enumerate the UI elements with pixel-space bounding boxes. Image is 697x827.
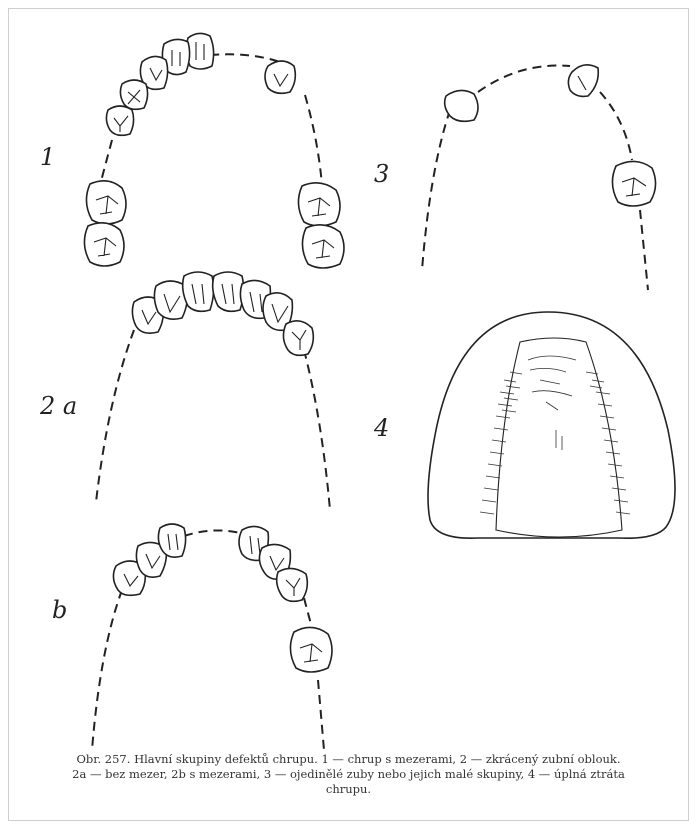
molar-tooth <box>298 183 340 226</box>
panel-2b-label: b <box>52 596 67 624</box>
panel-1-arch <box>84 33 344 268</box>
caption-line-1: Obr. 257. Hlavní skupiny defektů chrupu.… <box>20 752 677 767</box>
premolar-tooth <box>283 321 313 356</box>
molar-tooth <box>86 181 126 224</box>
incisor-tooth <box>568 65 598 97</box>
incisor-tooth <box>186 33 213 69</box>
molar-tooth <box>84 223 124 266</box>
molar-tooth <box>302 225 344 268</box>
panel-4-label: 4 <box>374 414 389 442</box>
figure-caption: Obr. 257. Hlavní skupiny defektů chrupu.… <box>20 752 677 797</box>
caption-line-3: chrupu. <box>20 782 677 797</box>
panel-3-arch <box>422 65 656 290</box>
incisor-tooth <box>213 272 244 311</box>
canine-tooth <box>445 90 478 121</box>
canine-tooth <box>265 61 295 93</box>
incisor-tooth <box>183 272 214 311</box>
panel-3-label: 3 <box>374 160 389 188</box>
premolar-tooth <box>120 80 147 109</box>
caption-line-2: 2a — bez mezer, 2b s mezerami, 3 — ojedi… <box>20 767 677 782</box>
molar-tooth <box>290 627 332 672</box>
premolar-tooth <box>277 568 308 601</box>
panel-4-edentulous-maxilla <box>428 312 675 538</box>
panel-2a-label: 2 a <box>40 392 77 420</box>
molar-tooth <box>612 161 655 206</box>
panel-2b-arch <box>92 524 332 750</box>
panel-2a-arch <box>96 272 330 510</box>
panel-1-label: 1 <box>40 143 55 171</box>
premolar-tooth <box>106 106 133 135</box>
